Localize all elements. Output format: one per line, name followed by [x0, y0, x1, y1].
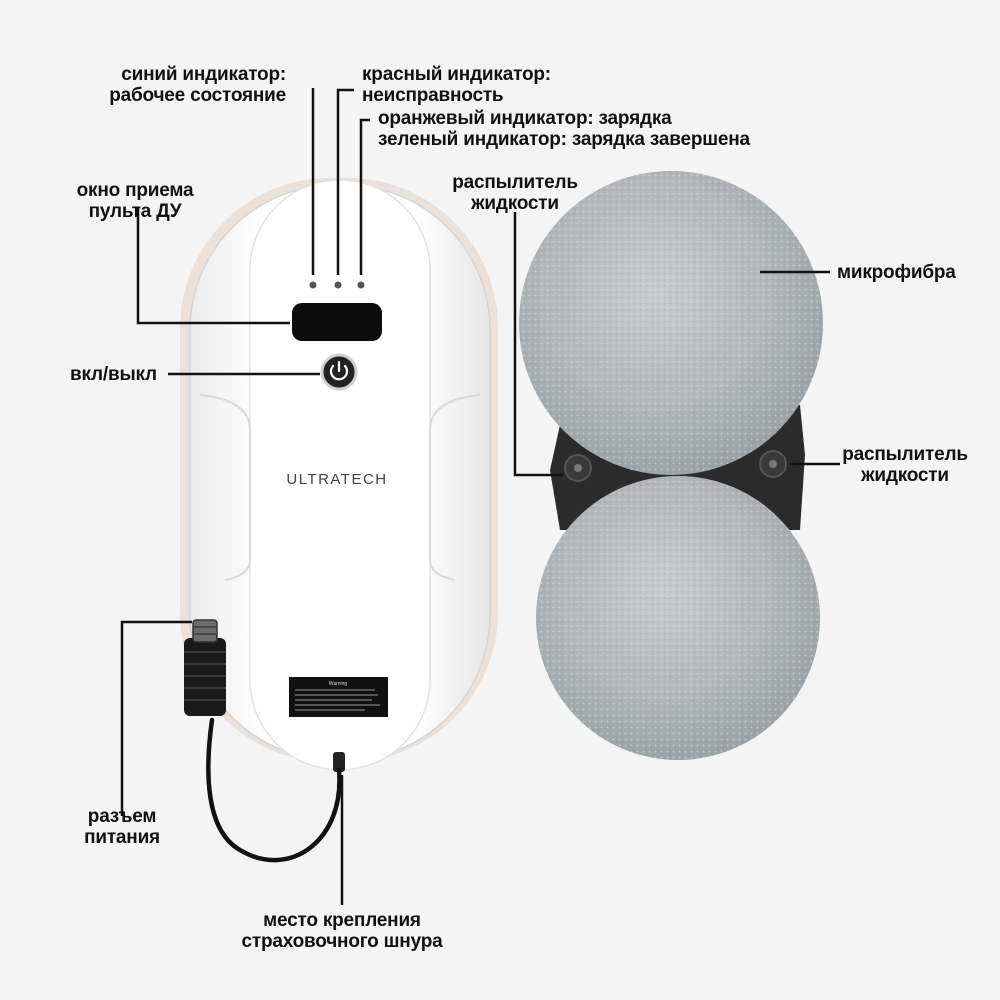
label-power-connector-line2: питания [84, 827, 160, 848]
label-remote-window: окно приема пульта ДУ [52, 180, 218, 222]
label-microfiber: микрофибра [837, 262, 956, 283]
label-sprayer-left-line1: распылитель [452, 172, 578, 193]
robot-bottom-view [519, 171, 823, 760]
power-icon [329, 364, 349, 381]
robot-front-view: ULTRATECH Warning [180, 178, 498, 772]
label-sprayer-right-line2: жидкости [861, 465, 949, 486]
label-red-indicator: красный индикатор: неисправность [362, 64, 551, 106]
blue-led [309, 281, 317, 289]
plug-ribs [184, 651, 226, 701]
label-microfiber-text: микрофибра [837, 262, 956, 283]
safety-cord-mount [333, 752, 345, 772]
orange-green-led [357, 281, 365, 289]
label-power-button: вкл/выкл [70, 364, 157, 385]
label-red-indicator-line1: красный индикатор: [362, 64, 551, 85]
power-cable [184, 619, 342, 863]
warning-title: Warning [329, 681, 348, 687]
label-sprayer-right: распылитель жидкости [840, 444, 970, 486]
sprayer-left-nozzle [574, 464, 582, 472]
label-blue-indicator: синий индикатор: рабочее состояние [60, 64, 286, 106]
leader-lines [120, 88, 840, 905]
label-safety-cord: место крепления страховочного шнура [232, 910, 452, 952]
label-sprayer-right-line1: распылитель [842, 444, 968, 465]
label-blue-indicator-line2: рабочее состояние [109, 85, 286, 106]
label-remote-window-line2: пульта ДУ [88, 201, 182, 222]
plug-tip [192, 619, 218, 643]
label-remote-window-line1: окно приема [76, 180, 194, 201]
warning-text-lines [295, 689, 380, 711]
brand-logo: ULTRATECH [286, 471, 387, 488]
label-blue-indicator-line1: синий индикатор: [121, 64, 286, 85]
right-grip [429, 394, 481, 581]
sprayer-right-nozzle [769, 460, 777, 468]
label-safety-cord-line1: место крепления [263, 910, 421, 931]
label-orange-green-indicator: оранжевый индикатор: зарядка зеленый инд… [378, 108, 750, 150]
label-green-indicator: зеленый индикатор: зарядка завершена [378, 129, 750, 150]
remote-receiver-window [292, 303, 382, 341]
label-power-button-text: вкл/выкл [70, 364, 157, 385]
label-red-indicator-line2: неисправность [362, 85, 504, 106]
label-sprayer-left-line2: жидкости [471, 193, 559, 214]
label-power-connector-line1: разъем [87, 806, 157, 827]
label-safety-cord-line2: страховочного шнура [241, 931, 443, 952]
red-led [334, 281, 342, 289]
left-grip [199, 394, 251, 581]
label-orange-indicator: оранжевый индикатор: зарядка [378, 108, 672, 129]
label-power-connector: разъем питания [72, 806, 172, 848]
label-sprayer-left: распылитель жидкости [440, 172, 590, 214]
